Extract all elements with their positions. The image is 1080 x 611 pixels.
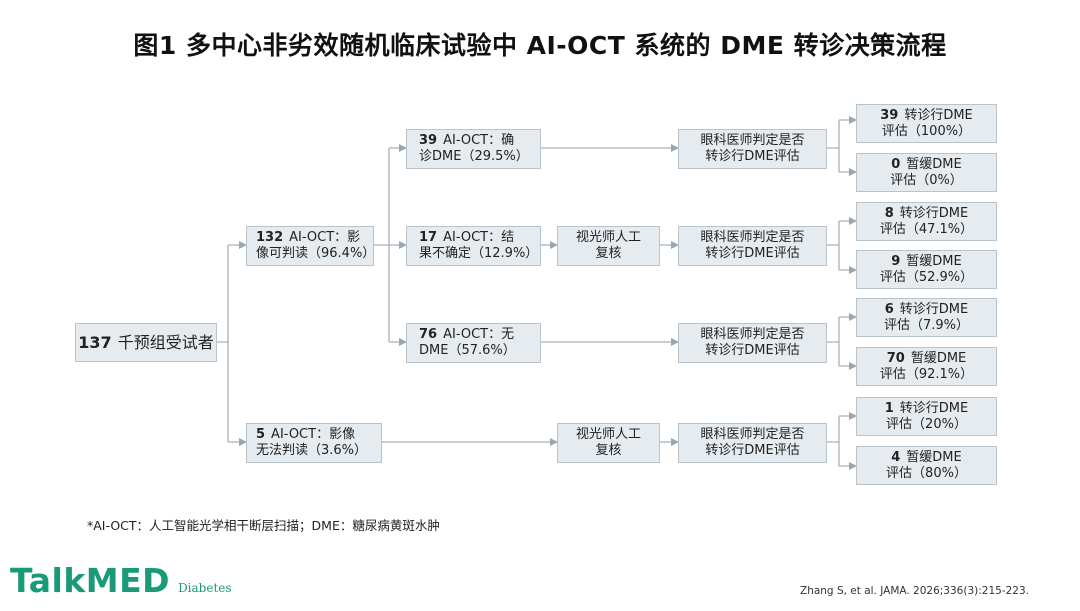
- root-count: 137: [78, 332, 112, 352]
- figure-title: 图1 多中心非劣效随机临床试验中 AI-OCT 系统的 DME 转诊决策流程: [133, 31, 947, 60]
- ophthalmologist-decision-line2: 转诊行DME评估: [705, 149, 800, 164]
- ophthalmologist-decision-line2: 转诊行DME评估: [705, 343, 800, 358]
- unreadable-node: 5 AI-OCT：影像 无法判读（3.6%）: [246, 423, 382, 463]
- ophthalmologist-decision-line1: 眼科医师判定是否: [700, 327, 805, 342]
- confirmed-dme-node: 39 AI-OCT：确 诊DME（29.5%）: [406, 129, 541, 169]
- logo-sub: Diabetes: [178, 581, 232, 595]
- result-node-refer-1: 39 转诊行DME 评估（100%）: [856, 104, 997, 143]
- result-label-line2: 评估（92.1%）: [879, 366, 974, 382]
- result-node-defer-3: 70 暂缓DME 评估（92.1%）: [856, 347, 997, 386]
- citation: Zhang S, et al. JAMA. 2026;336(3):215-22…: [800, 585, 1029, 597]
- result-label-line1: 转诊行DME: [899, 400, 969, 416]
- optometrist-review-line2: 复核: [595, 246, 622, 261]
- result-label-line2: 评估（80%）: [886, 465, 967, 481]
- optometrist-review-node-2: 视光师人工 复核: [557, 423, 660, 463]
- root-label: 千预组受试者: [117, 332, 214, 352]
- result-count: 4: [891, 449, 901, 465]
- logo-main: TalkMED: [10, 561, 171, 600]
- ophthalmologist-decision-line2: 转诊行DME评估: [705, 443, 800, 458]
- result-label-line2: 评估（20%）: [886, 416, 967, 432]
- result-count: 1: [884, 400, 894, 416]
- ophthalmologist-decision-line1: 眼科医师判定是否: [700, 133, 805, 148]
- result-label-line1: 转诊行DME: [899, 301, 969, 317]
- ophthalmologist-decision-line1: 眼科医师判定是否: [700, 230, 805, 245]
- result-count: 8: [884, 205, 894, 221]
- optometrist-review-line1: 视光师人工: [575, 427, 641, 442]
- no-dme-node: 76 AI-OCT：无 DME（57.6%）: [406, 323, 541, 363]
- result-node-refer-2: 8 转诊行DME 评估（47.1%）: [856, 202, 997, 241]
- result-count: 9: [891, 253, 901, 269]
- ophthalmologist-decision-node-1: 眼科医师判定是否 转诊行DME评估: [678, 129, 827, 169]
- nodme-count: 76: [419, 327, 438, 342]
- confirmed-label-line2: 诊DME（29.5%）: [419, 149, 529, 164]
- result-label-line2: 评估（52.9%）: [879, 269, 974, 285]
- ophthalmologist-decision-node-4: 眼科医师判定是否 转诊行DME评估: [678, 423, 827, 463]
- result-label-line1: 暂缓DME: [906, 449, 962, 465]
- result-label-line2: 评估（100%）: [881, 123, 972, 139]
- result-node-defer-2: 9 暂缓DME 评估（52.9%）: [856, 250, 997, 289]
- readable-label-line2: 像可判读（96.4%）: [256, 246, 376, 261]
- result-label-line1: 转诊行DME: [904, 107, 973, 123]
- optometrist-review-node-1: 视光师人工 复核: [557, 226, 660, 266]
- unreadable-count: 5: [256, 427, 266, 442]
- result-label-line1: 转诊行DME: [899, 205, 969, 221]
- footnote: *AI-OCT：人工智能光学相干断层扫描；DME：糖尿病黄斑水肿: [87, 518, 440, 533]
- readable-node: 132 AI-OCT：影 像可判读（96.4%）: [246, 226, 376, 266]
- readable-label-line1: AI-OCT：影: [289, 230, 361, 245]
- ophthalmologist-decision-line1: 眼科医师判定是否: [700, 427, 805, 442]
- confirmed-count: 39: [419, 133, 438, 148]
- result-count: 39: [880, 107, 899, 123]
- optometrist-review-line1: 视光师人工: [575, 230, 641, 245]
- ophthalmologist-decision-node-3: 眼科医师判定是否 转诊行DME评估: [678, 323, 827, 363]
- ophthalmologist-decision-line2: 转诊行DME评估: [705, 246, 800, 261]
- result-node-defer-1: 0 暂缓DME 评估（0%）: [856, 153, 997, 192]
- ophthalmologist-decision-node-2: 眼科医师判定是否 转诊行DME评估: [678, 226, 827, 266]
- result-count: 6: [884, 301, 894, 317]
- nodme-label-line1: AI-OCT：无: [443, 327, 515, 342]
- result-label-line1: 暂缓DME: [910, 350, 967, 366]
- result-node-defer-4: 4 暂缓DME 评估（80%）: [856, 446, 997, 485]
- result-node-refer-3: 6 转诊行DME 评估（7.9%）: [856, 298, 997, 337]
- talkmed-logo: TalkMED Diabetes: [10, 561, 232, 600]
- readable-count: 132: [256, 230, 284, 245]
- nodme-label-line2: DME（57.6%）: [419, 343, 516, 358]
- result-count: 0: [891, 156, 901, 172]
- unreadable-label-line1: AI-OCT：影像: [271, 427, 356, 442]
- result-label-line2: 评估（7.9%）: [883, 317, 970, 333]
- result-label-line1: 暂缓DME: [906, 253, 962, 269]
- confirmed-label-line1: AI-OCT：确: [443, 133, 515, 148]
- result-label-line2: 评估（0%）: [890, 172, 963, 188]
- uncertain-count: 17: [419, 230, 438, 245]
- result-label-line1: 暂缓DME: [906, 156, 962, 172]
- uncertain-label-line1: AI-OCT：结: [443, 230, 515, 245]
- unreadable-label-line2: 无法判读（3.6%）: [256, 443, 368, 458]
- optometrist-review-line2: 复核: [595, 443, 622, 458]
- result-label-line2: 评估（47.1%）: [879, 221, 974, 237]
- uncertain-node: 17 AI-OCT：结 果不确定（12.9%）: [406, 226, 541, 266]
- result-node-refer-4: 1 转诊行DME 评估（20%）: [856, 397, 997, 436]
- result-count: 70: [886, 350, 905, 366]
- uncertain-label-line2: 果不确定（12.9%）: [419, 246, 539, 261]
